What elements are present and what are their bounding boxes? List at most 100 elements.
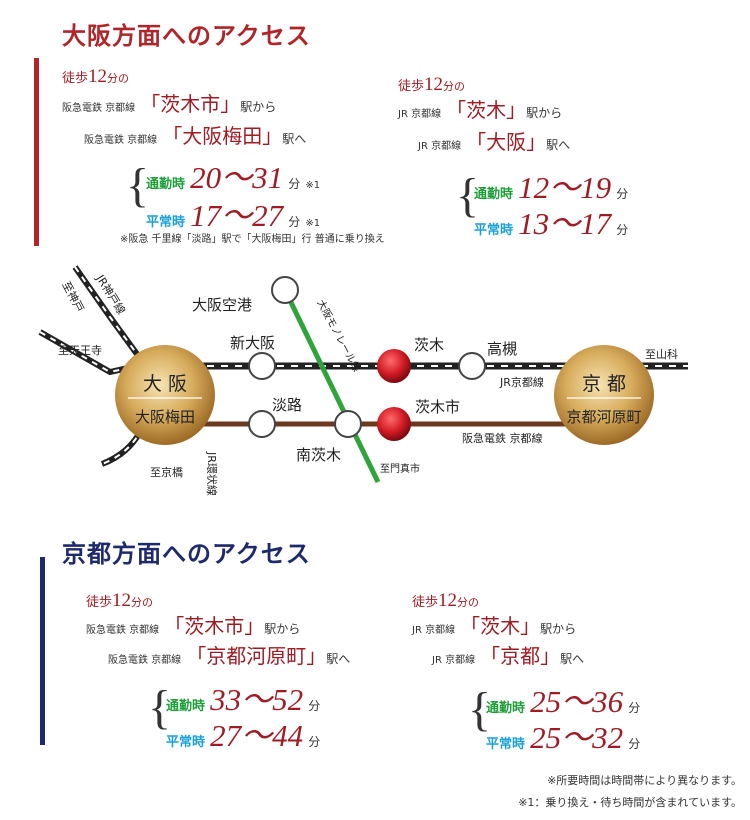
label-hankyu-kyoto-line: 阪急電鉄 京都線 — [462, 431, 543, 445]
to-station: 「大阪梅田」 — [162, 124, 283, 148]
from-station: 「茨木市」 — [140, 92, 241, 116]
label-ibaraki: 茨木 — [414, 336, 444, 354]
to-line: 阪急電鉄 京都線 — [84, 135, 158, 146]
kyoto-hub — [554, 345, 654, 445]
from-station: 「茨木市」 — [164, 614, 265, 638]
walk-prefix: 徒歩 — [86, 595, 113, 610]
station-takatsuki — [458, 352, 486, 380]
normal-time: 27～44 — [210, 718, 304, 753]
note-mark: ※1 — [305, 180, 321, 191]
label-ibarakishi: 茨木市 — [415, 398, 460, 416]
station-awaji — [248, 410, 276, 438]
to-suffix: 駅へ — [546, 138, 571, 152]
footnote-time-varies: ※所要時間は時間帯により異なります。 — [547, 774, 742, 787]
label-to-tennoji: 至天王寺 — [58, 344, 102, 357]
walk-minutes: 12 — [438, 590, 458, 611]
station-minami-ibaraki — [334, 410, 362, 438]
osaka-hub — [115, 345, 215, 445]
to-suffix: 駅へ — [326, 652, 351, 666]
from-suffix: 駅から — [264, 622, 301, 636]
osaka-jr-route: 徒歩12分の JR 京都線 「茨木」駅から JR 京都線 「大阪」駅へ { 通勤… — [398, 74, 728, 241]
walk-minutes: 12 — [424, 74, 444, 95]
time-brace: { — [126, 159, 150, 212]
label-to-kyobashi: 至京橋 — [150, 465, 183, 479]
footnote-transfer-included: ※1：乗り換え・待ち時間が含まれています。 — [518, 796, 742, 809]
osaka-section-title: 大阪方面へのアクセス — [62, 22, 311, 50]
walk-prefix: 徒歩 — [398, 79, 425, 94]
label-to-kadoma: 至門真市 — [380, 462, 420, 475]
from-line: JR 京都線 — [412, 625, 456, 636]
route-map: 大 阪 大阪梅田 京 都 京都河原町 大阪空港 新大阪 茨木 高槻 JR京都線 … — [38, 265, 688, 496]
unit: 分 — [616, 223, 629, 237]
to-suffix: 駅へ — [560, 652, 585, 666]
to-station: 「京都河原町」 — [186, 644, 327, 668]
jr-tennoji-line — [72, 265, 153, 374]
kyoto-hub-sublabel: 京都河原町 — [566, 408, 641, 426]
normal-time: 13～17 — [518, 206, 612, 241]
walk-prefix: 徒歩 — [412, 595, 439, 610]
commute-time: 25～36 — [530, 684, 624, 719]
commute-label: 通勤時 — [146, 177, 186, 192]
to-line: 阪急電鉄 京都線 — [108, 655, 182, 666]
unit: 分 — [288, 215, 301, 229]
walk-minutes: 12 — [88, 66, 108, 87]
time-brace: { — [148, 681, 172, 734]
label-minami-ibaraki: 南茨木 — [296, 446, 341, 464]
unit: 分 — [288, 177, 301, 191]
walk-suffix: 分の — [457, 596, 480, 609]
to-suffix: 駅へ — [282, 132, 307, 146]
transfer-note: ※阪急 千里線「淡路」駅で「大阪梅田」行 普通に乗り換え — [120, 234, 385, 245]
label-jr-kyoto-line: JR京都線 — [499, 375, 544, 389]
commute-label: 通勤時 — [486, 701, 526, 716]
station-ibaraki — [377, 349, 411, 383]
walk-minutes: 12 — [112, 590, 132, 611]
osaka-hub-sublabel: 大阪梅田 — [135, 408, 195, 426]
unit: 分 — [308, 735, 321, 749]
time-brace: { — [456, 169, 480, 222]
walk-suffix: 分の — [131, 596, 154, 609]
label-to-kobe: 至神戸 — [59, 279, 87, 315]
kyoto-section-bar — [40, 557, 45, 745]
osaka-section-bar — [34, 58, 39, 246]
station-shin-osaka — [248, 352, 276, 380]
kyoto-hub-label: 京 都 — [582, 373, 626, 395]
monorail-line — [282, 288, 381, 484]
to-line: JR 京都線 — [432, 655, 476, 666]
normal-label: 平常時 — [146, 215, 186, 230]
station-ibarakishi — [377, 407, 411, 441]
walk-suffix: 分の — [443, 80, 466, 93]
from-station: 「茨木」 — [460, 614, 541, 638]
commute-time: 20～31 — [190, 160, 284, 195]
to-station: 「京都」 — [480, 644, 561, 668]
kyoto-jr-route: 徒歩12分の JR 京都線 「茨木」駅から JR 京都線 「京都」駅へ { 通勤… — [412, 590, 742, 755]
from-line: JR 京都線 — [398, 109, 442, 120]
commute-label: 通勤時 — [166, 699, 206, 714]
from-suffix: 駅から — [526, 106, 563, 120]
commute-time: 12～19 — [518, 170, 612, 205]
from-suffix: 駅から — [240, 100, 277, 114]
label-takatsuki: 高槻 — [487, 340, 517, 358]
commute-time: 33～52 — [210, 682, 304, 717]
osaka-hankyu-route: 徒歩12分の 阪急電鉄 京都線 「茨木市」駅から 阪急電鉄 京都線 「大阪梅田」… — [62, 66, 392, 246]
commute-label: 通勤時 — [474, 187, 514, 202]
from-line: 阪急電鉄 京都線 — [62, 103, 136, 114]
from-line: 阪急電鉄 京都線 — [86, 625, 160, 636]
osaka-hub-label: 大 阪 — [143, 373, 187, 395]
station-osaka-airport — [271, 276, 299, 304]
to-line: JR 京都線 — [418, 141, 462, 152]
to-station: 「大阪」 — [466, 130, 547, 154]
normal-label: 平常時 — [474, 223, 514, 238]
from-suffix: 駅から — [540, 622, 577, 636]
unit: 分 — [628, 737, 641, 751]
normal-label: 平常時 — [166, 735, 206, 750]
normal-time: 17～27 — [190, 198, 284, 233]
from-station: 「茨木」 — [446, 98, 527, 122]
unit: 分 — [308, 699, 321, 713]
label-jr-loop-line: JR環状線 — [205, 451, 219, 496]
walk-prefix: 徒歩 — [62, 71, 89, 86]
time-brace: { — [468, 683, 492, 736]
label-jr-kobe-line: JR神戸線 — [93, 271, 129, 316]
label-shin-osaka: 新大阪 — [230, 334, 275, 352]
kyoto-section-title: 京都方面へのアクセス — [62, 540, 311, 568]
label-osaka-airport: 大阪空港 — [192, 296, 252, 314]
